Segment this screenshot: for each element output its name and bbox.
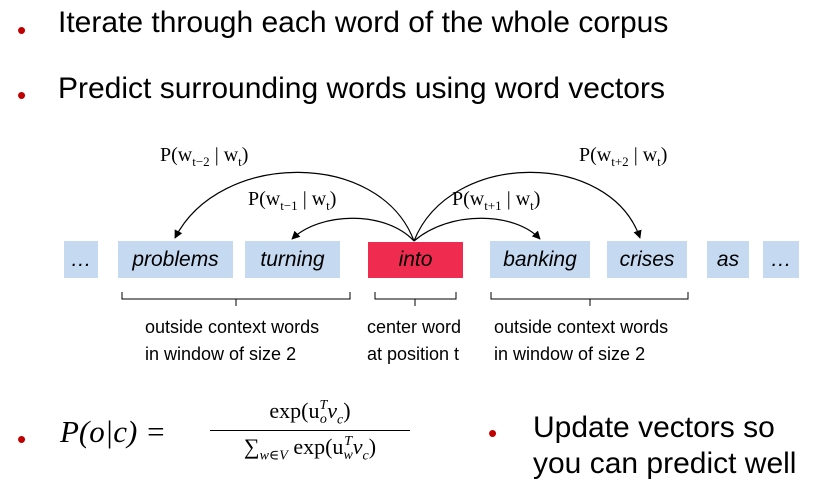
prob-label-t-plus-2: P(wt+2 | wt) bbox=[579, 144, 668, 169]
arc-t-plus-2 bbox=[413, 171, 642, 242]
word-box-banking: banking bbox=[490, 241, 590, 278]
word-box-ellipsis-right: … bbox=[763, 241, 799, 278]
bracket-right bbox=[490, 292, 689, 306]
arc-t-minus-2 bbox=[174, 171, 415, 242]
prob-label-t-minus-1: P(wt−1 | wt) bbox=[248, 188, 337, 213]
bullet-2-marker: • bbox=[17, 80, 27, 110]
bullet-1-text: Iterate through each word of the whole c… bbox=[58, 6, 669, 39]
word-box-ellipsis-left: … bbox=[64, 241, 98, 278]
bullet-4-text: Update vectors so you can predict well bbox=[533, 411, 797, 480]
caption-right: outside context words in window of size … bbox=[494, 317, 669, 364]
bullet-3-marker: • bbox=[17, 424, 27, 454]
word-box-crises: crises bbox=[607, 241, 687, 278]
prob-label-t-minus-2: P(wt−2 | wt) bbox=[160, 144, 249, 169]
bullet-1-marker: • bbox=[17, 15, 27, 45]
caption-center: center word at position t bbox=[367, 317, 462, 364]
prob-label-t-plus-1: P(wt+1 | wt) bbox=[452, 188, 541, 213]
bullet-2-text: Predict surrounding words using word vec… bbox=[58, 72, 665, 105]
bracket-center bbox=[374, 292, 457, 306]
bullet-4-marker: • bbox=[488, 418, 498, 448]
word-box-problems: problems bbox=[118, 241, 233, 278]
arc-t-minus-1 bbox=[291, 217, 415, 242]
word-box-turning: turning bbox=[245, 241, 340, 278]
formula-lhs: P(o|c) = bbox=[60, 414, 167, 449]
word-box-as: as bbox=[707, 241, 749, 278]
word-box-center-into: into bbox=[368, 242, 463, 278]
caption-left: outside context words in window of size … bbox=[145, 317, 320, 364]
bracket-left bbox=[121, 292, 351, 306]
arc-t-plus-1 bbox=[413, 217, 541, 242]
fraction-bar bbox=[210, 430, 410, 431]
